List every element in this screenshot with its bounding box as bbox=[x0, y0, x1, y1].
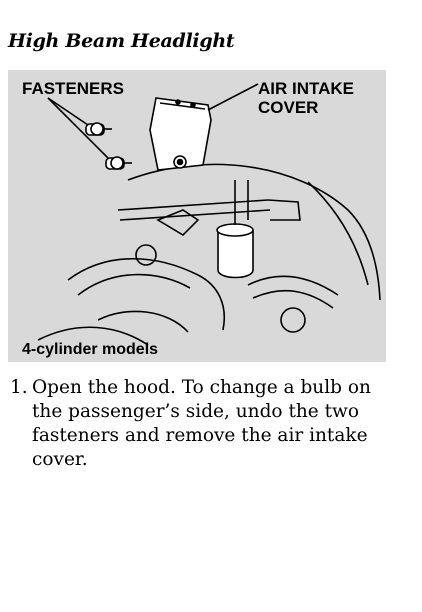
air-intake-cover-label-line2: COVER bbox=[258, 98, 319, 117]
fastener-upper bbox=[85, 122, 112, 136]
step-number: 1. bbox=[10, 377, 28, 398]
fasteners-label: FASTENERS bbox=[22, 79, 125, 98]
step-text: Open the hood. To change a bulb on the p… bbox=[32, 377, 371, 470]
figure-caption: 4-cylinder models bbox=[22, 341, 159, 358]
engine-bay-drawing bbox=[37, 83, 381, 346]
instruction-step: 1. Open the hood. To change a bulb on th… bbox=[10, 376, 390, 472]
engine-illustration: FASTENERS AIR INTAKE COVER bbox=[8, 70, 386, 362]
section-heading: High Beam Headlight bbox=[8, 30, 235, 52]
air-intake-cover-label-line1: AIR INTAKE bbox=[258, 79, 355, 98]
fastener-lower bbox=[105, 156, 132, 170]
